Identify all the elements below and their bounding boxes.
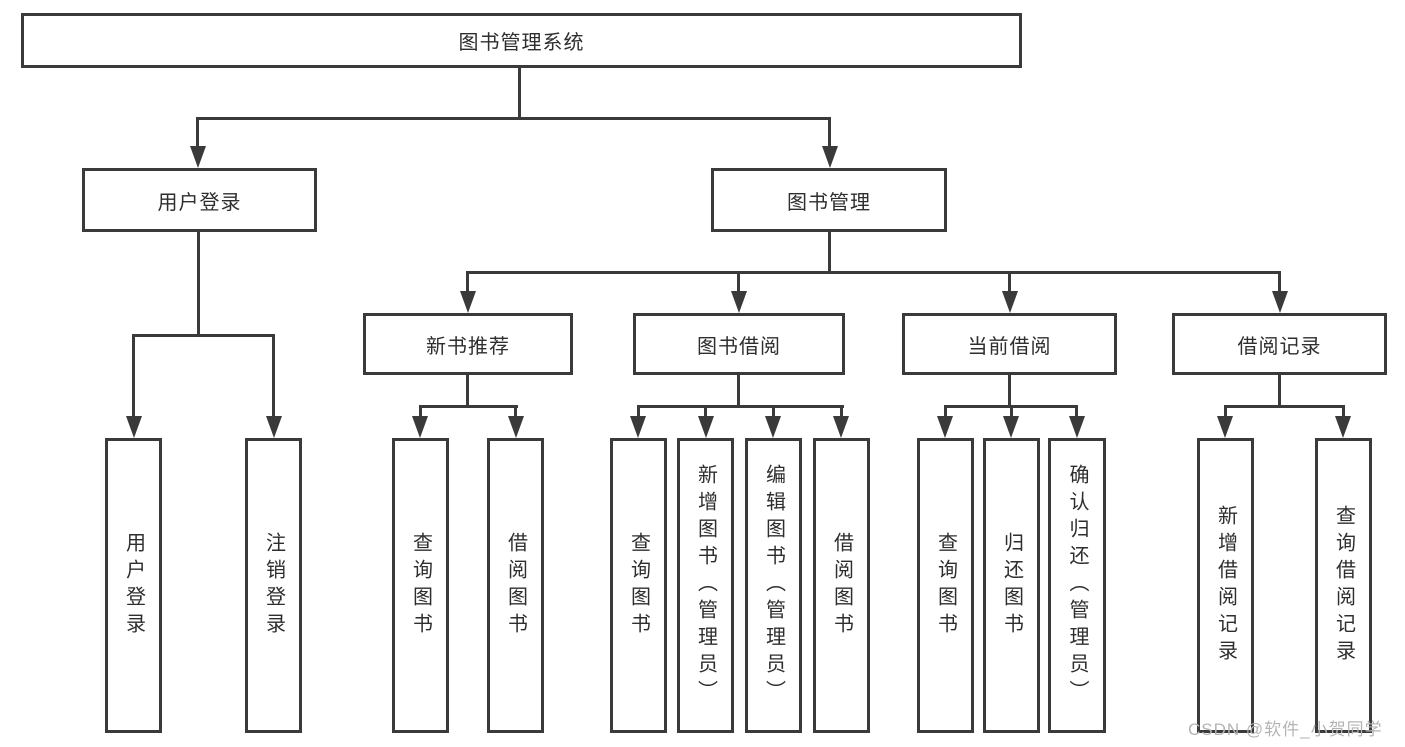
node-user-login-label: 用户登录 [157,191,242,214]
arrow-down-icon [508,416,524,438]
connector-line [828,232,831,274]
leaf-logout-label: 注销登录 [262,531,285,640]
leaf-records-query-record: 查询借阅记录 [1315,438,1372,733]
arrow-down-icon [937,416,953,438]
leaf-borrowing-edit-books-admin-label: 编辑图书（管理员） [762,464,785,707]
connector-line [828,117,831,149]
node-new-book-recommend-label: 新书推荐 [426,335,510,358]
leaf-current-return-books: 归还图书 [983,438,1040,733]
arrow-down-icon [1217,416,1233,438]
leaf-borrowing-query-books: 查询图书 [610,438,667,733]
leaf-current-query-books: 查询图书 [917,438,974,733]
connector-line [1342,405,1345,418]
node-user-login: 用户登录 [82,168,317,232]
node-book-management: 图书管理 [711,168,947,232]
arrow-down-icon [412,416,428,438]
connector-line [466,271,1281,274]
arrow-down-icon [460,291,476,313]
node-book-borrowing: 图书借阅 [633,313,845,375]
arrow-down-icon [1003,416,1019,438]
connector-line [1008,375,1011,408]
leaf-newrec-query-books: 查询图书 [392,438,449,733]
leaf-borrowing-query-books-label: 查询图书 [627,531,650,640]
leaf-current-confirm-return-admin-label: 确认归还（管理员） [1066,464,1088,707]
node-book-management-label: 图书管理 [787,191,871,214]
leaf-newrec-borrow-books: 借阅图书 [487,438,544,733]
connector-line [272,334,275,418]
connector-line [1075,405,1078,418]
arrow-down-icon [1069,416,1085,438]
connector-line [196,117,831,120]
connector-line [737,271,740,294]
connector-line [132,334,135,418]
arrow-down-icon [1272,291,1288,313]
leaf-borrowing-add-books-admin-label: 新增图书（管理员） [694,464,717,707]
arrow-down-icon [630,416,646,438]
connector-line [1224,405,1345,408]
connector-line [704,405,707,418]
connector-line [514,405,517,418]
leaf-newrec-borrow-books-label: 借阅图书 [504,531,527,640]
connector-line [419,405,422,418]
connector-line [197,232,200,336]
arrow-down-icon [266,416,282,438]
node-current-borrowing: 当前借阅 [902,313,1117,375]
leaf-newrec-query-books-label: 查询图书 [409,531,432,640]
leaf-records-add-record: 新增借阅记录 [1197,438,1254,733]
node-current-borrowing-label: 当前借阅 [967,335,1052,358]
connector-line [466,375,469,408]
arrow-down-icon [833,416,849,438]
arrow-down-icon [765,416,781,438]
connector-line [944,405,947,418]
arrow-down-icon [698,416,714,438]
leaf-borrowing-edit-books-admin: 编辑图书（管理员） [745,438,802,733]
leaf-logout: 注销登录 [245,438,302,733]
leaf-records-query-record-label: 查询借阅记录 [1332,504,1355,667]
connector-line [466,271,469,294]
connector-line [772,405,775,418]
leaf-current-return-books-label: 归还图书 [1000,531,1023,640]
arrow-down-icon [1335,416,1351,438]
leaf-borrowing-add-books-admin: 新增图书（管理员） [677,438,734,733]
arrow-down-icon [1002,291,1018,313]
connector-line [518,68,521,120]
connector-line [1278,375,1281,408]
node-book-borrowing-label: 图书借阅 [697,335,781,358]
connector-line [1010,405,1013,418]
arrow-down-icon [190,146,206,168]
connector-line [1278,271,1281,294]
connector-line [419,405,518,408]
arrow-down-icon [731,291,747,313]
connector-line [1224,405,1227,418]
leaf-user-login-label: 用户登录 [122,531,145,640]
connector-line [637,405,640,418]
node-borrowing-records-label: 借阅记录 [1237,335,1322,358]
connector-line [1008,271,1011,294]
leaf-user-login: 用户登录 [105,438,162,733]
csdn-watermark: CSDN @软件_小贺同学 [1188,720,1383,739]
arrow-down-icon [126,416,142,438]
connector-line [637,405,844,408]
node-library-system: 图书管理系统 [21,13,1022,68]
leaf-current-confirm-return-admin: 确认归还（管理员） [1048,438,1106,733]
connector-line [196,117,199,149]
arrow-down-icon [822,146,838,168]
node-borrowing-records: 借阅记录 [1172,313,1387,375]
node-new-book-recommend: 新书推荐 [363,313,573,375]
node-library-system-label: 图书管理系统 [458,32,585,54]
leaf-borrowing-borrow-books-label: 借阅图书 [830,531,853,640]
connector-line [737,375,740,408]
connector-line [132,334,275,337]
leaf-current-query-books-label: 查询图书 [934,531,957,640]
leaf-borrowing-borrow-books: 借阅图书 [813,438,870,733]
leaf-records-add-record-label: 新增借阅记录 [1214,504,1237,667]
connector-line [840,405,843,418]
